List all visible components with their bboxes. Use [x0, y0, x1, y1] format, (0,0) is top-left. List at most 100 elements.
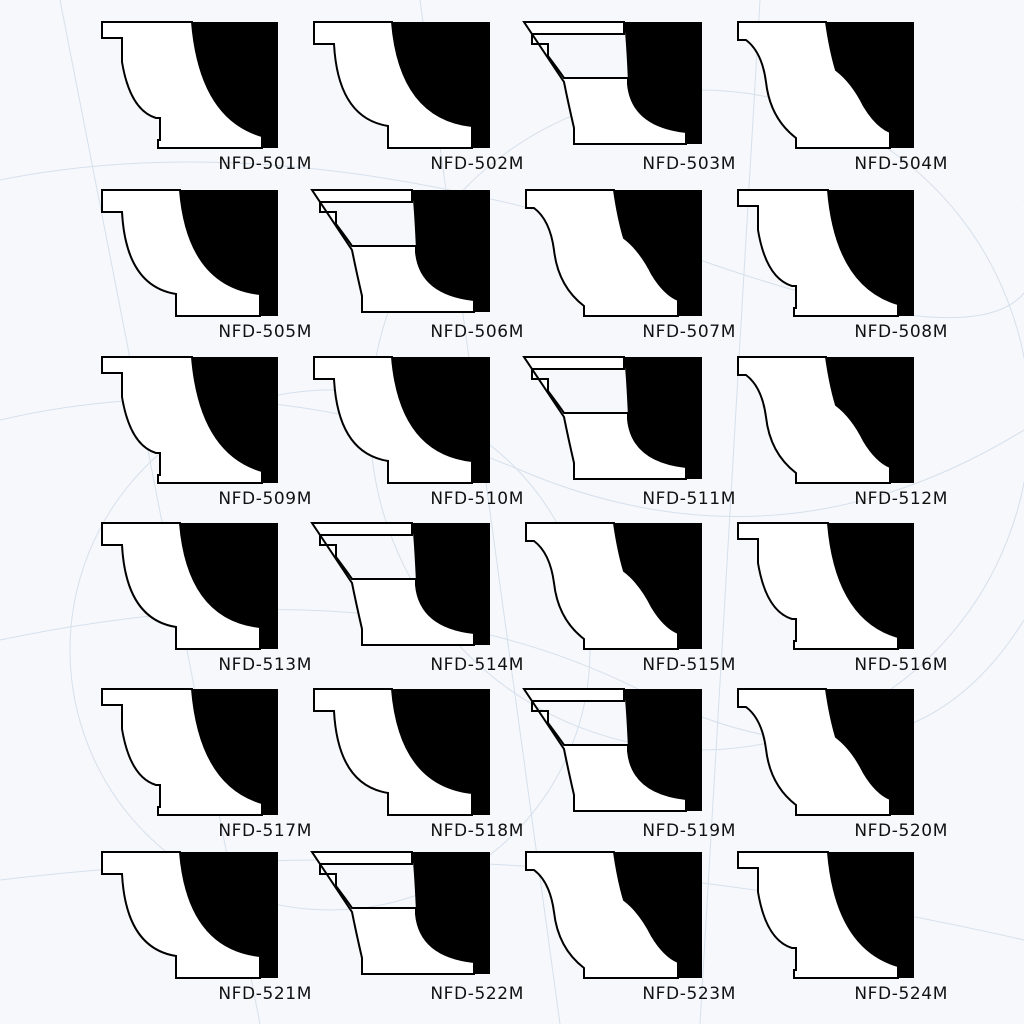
- profile-code-label: NFD-501M: [218, 154, 312, 174]
- profile-card[interactable]: NFD-517M: [100, 688, 312, 855]
- profile-molding: [522, 21, 687, 145]
- profile-code-label: NFD-515M: [642, 655, 736, 675]
- cornice-profile-icon: [313, 688, 490, 816]
- profile-molding: [525, 189, 679, 317]
- profile-shadow: [614, 190, 702, 316]
- profile-molding: [737, 21, 891, 149]
- cornice-profile-icon: [101, 522, 278, 650]
- profile-molding: [313, 356, 473, 484]
- profile-molding: [737, 688, 891, 816]
- profile-molding: [313, 21, 473, 149]
- profile-shadow: [392, 689, 490, 815]
- cornice-profile-icon: [737, 522, 914, 650]
- profile-shadow: [412, 190, 490, 312]
- cornice-profile-icon: [737, 851, 914, 979]
- profile-molding: [737, 522, 899, 650]
- profile-code-label: NFD-511M: [642, 489, 736, 509]
- profile-molding: [313, 688, 473, 816]
- profile-card[interactable]: NFD-506M: [310, 189, 524, 356]
- profile-shadow: [614, 523, 702, 649]
- profile-card[interactable]: NFD-511M: [522, 356, 736, 523]
- profile-card[interactable]: NFD-501M: [100, 21, 312, 188]
- profile-shadow: [412, 852, 490, 974]
- profile-card[interactable]: NFD-521M: [100, 851, 312, 1018]
- cornice-profile-icon: [310, 851, 490, 975]
- profile-molding: [101, 21, 263, 149]
- profile-card[interactable]: NFD-504M: [736, 21, 948, 188]
- profile-card[interactable]: NFD-513M: [100, 522, 312, 689]
- profile-code-label: NFD-522M: [430, 984, 524, 1004]
- profile-card[interactable]: NFD-503M: [522, 21, 736, 188]
- cornice-profile-icon: [313, 21, 490, 149]
- profile-shadow: [192, 689, 278, 815]
- profile-molding: [310, 522, 475, 646]
- profile-code-label: NFD-523M: [642, 984, 736, 1004]
- profile-molding: [101, 851, 261, 979]
- profile-molding: [525, 522, 679, 650]
- profile-card[interactable]: NFD-523M: [524, 851, 736, 1018]
- cornice-profile-icon: [310, 522, 490, 646]
- profile-molding: [101, 356, 263, 484]
- profile-shadow: [192, 22, 278, 148]
- profile-shadow: [392, 357, 490, 483]
- profile-shadow: [614, 852, 702, 978]
- cornice-profile-icon: [101, 851, 278, 979]
- cornice-profile-icon: [525, 189, 702, 317]
- profile-molding: [737, 189, 899, 317]
- profile-shadow: [624, 22, 702, 144]
- profile-shadow: [180, 190, 278, 316]
- cornice-profile-icon: [101, 189, 278, 317]
- cornice-profile-icon: [101, 21, 278, 149]
- profile-card[interactable]: NFD-520M: [736, 688, 948, 855]
- profile-shadow: [180, 852, 278, 978]
- profile-card[interactable]: NFD-519M: [522, 688, 736, 855]
- profile-code-label: NFD-519M: [642, 821, 736, 841]
- profile-card[interactable]: NFD-510M: [312, 356, 524, 523]
- profile-shadow: [826, 689, 914, 815]
- profile-card[interactable]: NFD-516M: [736, 522, 948, 689]
- profile-card[interactable]: NFD-514M: [310, 522, 524, 689]
- profile-shadow: [392, 22, 490, 148]
- profile-shadow: [828, 523, 914, 649]
- profile-code-label: NFD-510M: [430, 489, 524, 509]
- cornice-profile-icon: [313, 356, 490, 484]
- profile-card[interactable]: NFD-515M: [524, 522, 736, 689]
- profile-code-label: NFD-502M: [430, 154, 524, 174]
- profile-card[interactable]: NFD-505M: [100, 189, 312, 356]
- profile-shadow: [180, 523, 278, 649]
- profile-code-label: NFD-524M: [854, 984, 948, 1004]
- profile-code-label: NFD-508M: [854, 322, 948, 342]
- profile-code-label: NFD-514M: [430, 655, 524, 675]
- profile-card[interactable]: NFD-509M: [100, 356, 312, 523]
- cornice-profile-icon: [737, 356, 914, 484]
- profile-card[interactable]: NFD-502M: [312, 21, 524, 188]
- profile-code-label: NFD-520M: [854, 821, 948, 841]
- profile-molding: [525, 851, 679, 979]
- profile-shadow: [826, 22, 914, 148]
- profile-card[interactable]: NFD-508M: [736, 189, 948, 356]
- profile-shadow: [624, 357, 702, 479]
- cornice-profile-icon: [525, 851, 702, 979]
- profile-molding: [737, 851, 899, 979]
- profile-card[interactable]: NFD-507M: [524, 189, 736, 356]
- profile-card[interactable]: NFD-512M: [736, 356, 948, 523]
- profile-code-label: NFD-521M: [218, 984, 312, 1004]
- profile-card[interactable]: NFD-518M: [312, 688, 524, 855]
- profile-code-label: NFD-503M: [642, 154, 736, 174]
- profile-card[interactable]: NFD-524M: [736, 851, 948, 1018]
- profile-molding: [101, 522, 261, 650]
- profile-molding: [310, 851, 475, 975]
- profile-code-label: NFD-509M: [218, 489, 312, 509]
- profile-molding: [737, 356, 891, 484]
- profile-code-label: NFD-512M: [854, 489, 948, 509]
- cornice-profile-icon: [310, 189, 490, 313]
- profile-code-label: NFD-506M: [430, 322, 524, 342]
- profile-card[interactable]: NFD-522M: [310, 851, 524, 1018]
- profile-code-label: NFD-517M: [218, 821, 312, 841]
- profile-molding: [101, 688, 263, 816]
- profile-shadow: [624, 689, 702, 811]
- profile-shadow: [826, 357, 914, 483]
- cornice-profile-icon: [737, 189, 914, 317]
- profile-molding: [101, 189, 261, 317]
